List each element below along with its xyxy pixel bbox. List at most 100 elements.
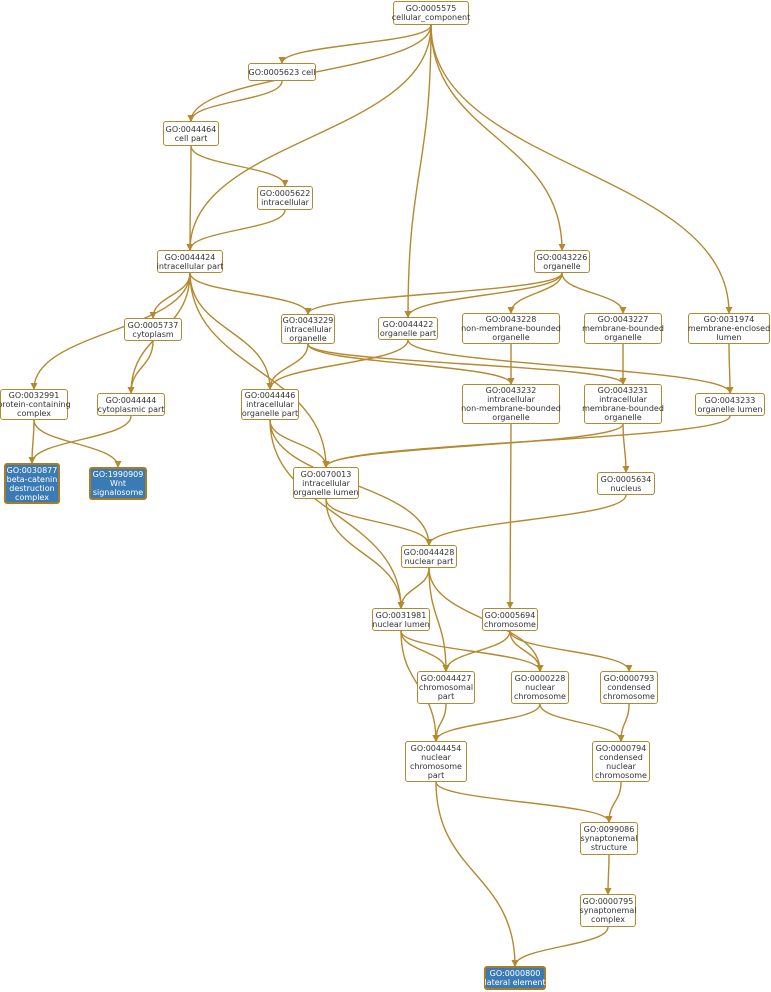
node-label-line: condensed xyxy=(607,683,651,692)
edge-go0043229-to-go0043231 xyxy=(307,343,627,385)
edge-go0043226-to-go0043227 xyxy=(561,272,627,314)
node-label-line: GO:0000793 xyxy=(603,674,655,683)
edge-go0044428-to-go0044427 xyxy=(428,567,450,672)
node-label-line: GO:0031974 xyxy=(703,315,755,324)
edge-go0043226-to-go0043229 xyxy=(304,272,563,315)
node-label-line: GO:0043229 xyxy=(282,315,334,325)
node-label-line: lumen xyxy=(716,333,742,342)
node-label-line: membrane-bounded xyxy=(582,404,664,413)
node-label-line: cellular_component xyxy=(391,13,471,22)
node-label-line: protein-containing xyxy=(0,400,71,409)
edge-go0005694-to-go0044427 xyxy=(442,630,511,672)
node-label-line: cell part xyxy=(174,133,208,143)
node-label-line: GO:0043228 xyxy=(485,315,537,324)
node-label-line: GO:0044428 xyxy=(403,547,455,557)
node-label-line: GO:0044424 xyxy=(164,252,216,262)
node-label-line: organelle xyxy=(604,333,642,342)
edge-go0005575-to-go0044424 xyxy=(186,24,432,251)
edge-go0000793-to-go0000794 xyxy=(617,703,630,742)
edge-go0070013-to-go0044428 xyxy=(325,498,433,546)
edge-go0032991-to-go1990909 xyxy=(33,419,122,468)
node-label-line: chromosome xyxy=(514,692,566,701)
node-label-line: non-membrane-bounded xyxy=(461,324,561,333)
edge-go0044427-to-go0044454 xyxy=(432,703,447,742)
edge-go0005634-to-go0044428 xyxy=(425,494,627,546)
node-label-line: nuclear xyxy=(606,761,636,771)
node-label-line: intracellular xyxy=(599,395,647,404)
edge-go0044464-to-go0005622 xyxy=(190,145,289,187)
node-label-line: nuclear part xyxy=(404,556,454,566)
node-label-line: nuclear xyxy=(421,752,451,762)
node-label-line: organelle xyxy=(492,333,530,342)
node-label-line: chromosome xyxy=(484,619,536,629)
node-label-line: complex xyxy=(591,915,625,924)
go-node-go0005623[interactable]: GO:0005623 cell xyxy=(248,63,316,81)
node-label-line: GO:0044446 xyxy=(244,391,296,400)
edge-go0043231-to-go0005634 xyxy=(622,423,630,473)
edge-go0031981-to-go0000228 xyxy=(400,630,544,672)
node-label-line: organelle xyxy=(492,413,530,422)
node-label-line: membrane-enclosed xyxy=(687,324,771,333)
edge-go0043226-to-go0044422 xyxy=(404,272,563,318)
node-label-line: nuclear lumen xyxy=(372,619,430,629)
node-label-line: synaptonemal xyxy=(579,906,637,915)
edge-go0005622-to-go0044424 xyxy=(186,209,286,251)
node-label-line: organelle part xyxy=(379,328,437,338)
node-label-line: intracellular part xyxy=(156,261,224,271)
node-label-line: GO:1990909 xyxy=(92,470,144,479)
edge-go0043229-to-go0044446 xyxy=(266,343,309,390)
node-label-line: GO:0000228 xyxy=(514,674,566,683)
node-label-line: GO:0005634 xyxy=(600,474,652,484)
node-label-line: intracellular xyxy=(246,400,294,409)
node-label-line: intracellular xyxy=(261,198,309,207)
edge-go0044464-to-go0044424 xyxy=(186,145,194,251)
node-label-line: condensed xyxy=(599,752,643,762)
edge-go0005694-to-go0000793 xyxy=(509,630,633,672)
edge-go0043232-to-go0005694 xyxy=(506,423,514,609)
edge-go0031974-to-go0043233 xyxy=(726,343,734,394)
edge-go0005575-to-go0031974 xyxy=(430,24,733,314)
edge-go0005737-to-go0044444 xyxy=(127,340,154,394)
node-label-line: GO:0043232 xyxy=(485,386,537,395)
node-label-line: non-membrane-bounded xyxy=(461,404,561,413)
node-label-line: GO:0030877 xyxy=(6,465,58,475)
edge-go0043233-to-go0070013 xyxy=(322,415,731,468)
node-label-line: complex xyxy=(15,492,49,502)
node-label-line: GO:0031981 xyxy=(375,610,427,620)
node-label-line: GO:0099086 xyxy=(583,825,635,834)
node-label-line: signalosome xyxy=(92,488,144,497)
edge-go0044454-to-go0099086 xyxy=(435,781,613,823)
